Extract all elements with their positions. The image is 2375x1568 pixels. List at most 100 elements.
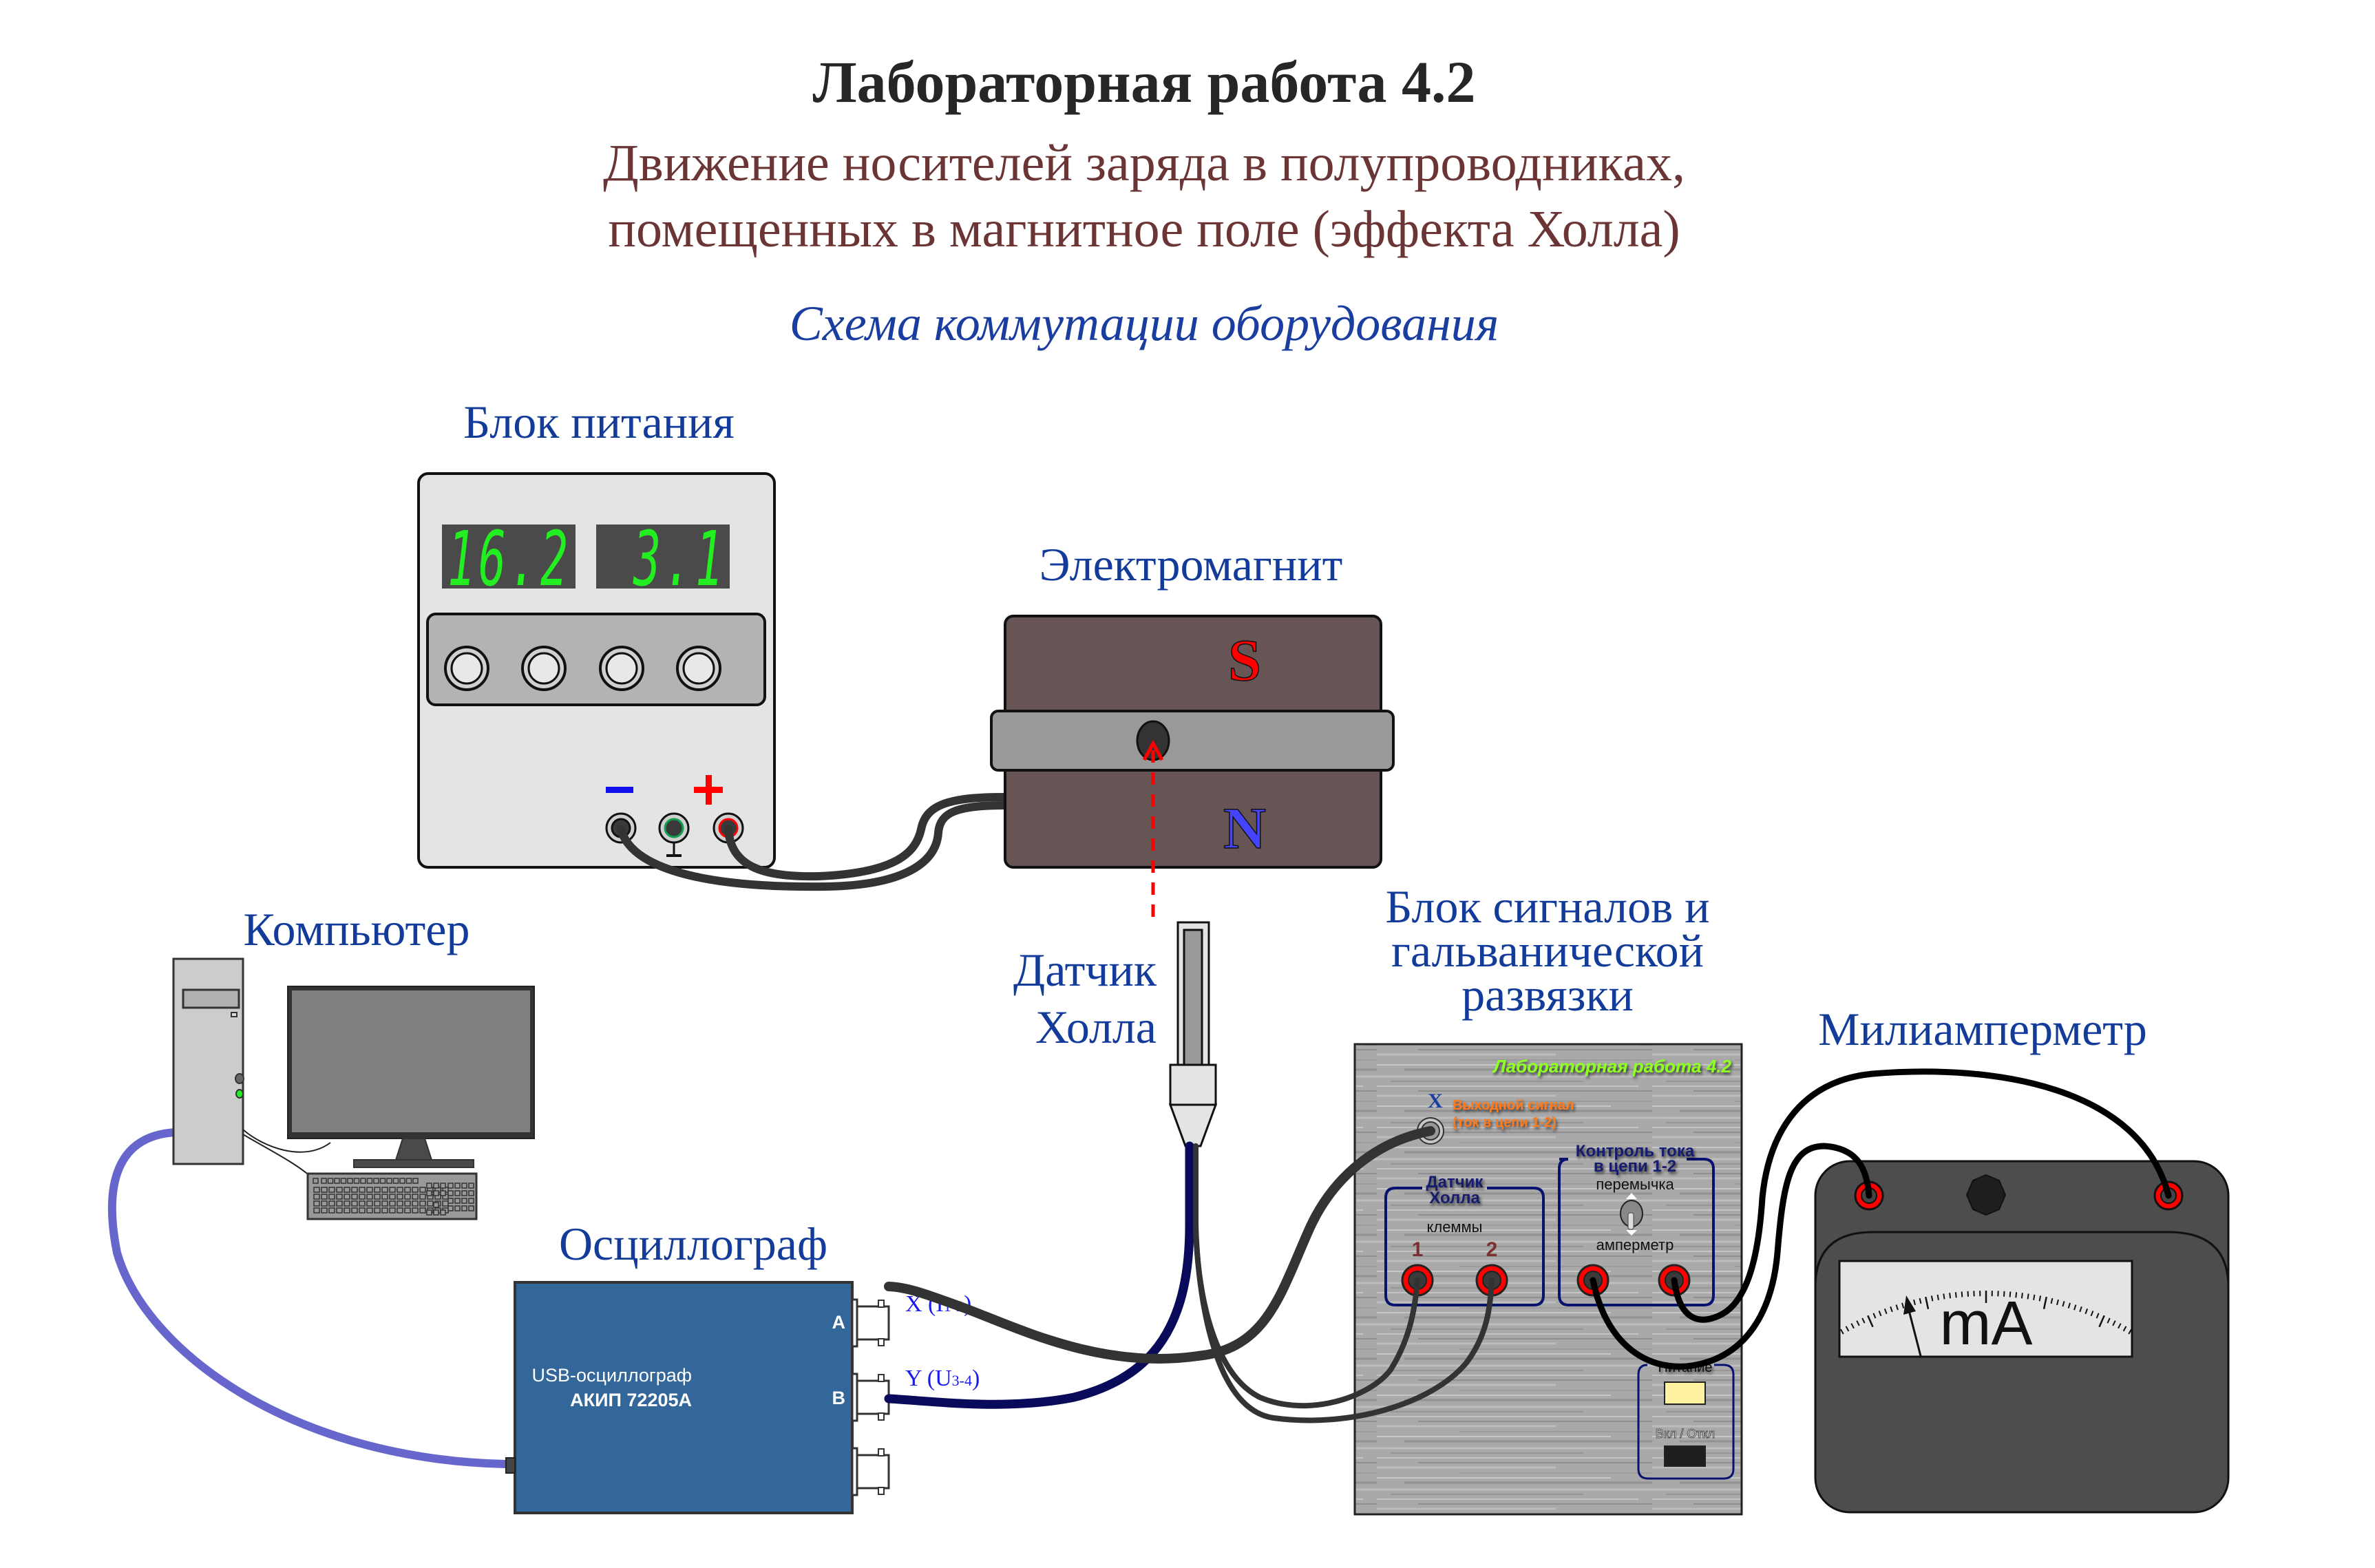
keyboard-key: [321, 1207, 328, 1214]
knob-panel: [426, 613, 766, 706]
scale-minor-tick: [2062, 1301, 2065, 1307]
monitor-stand: [394, 1138, 433, 1161]
knob-1[interactable]: [444, 646, 489, 691]
meter-unit-label: mA: [1940, 1289, 2033, 1358]
scale-minor-tick: [2056, 1299, 2059, 1306]
keyboard-key: [412, 1194, 419, 1200]
keyboard-key: [389, 1194, 396, 1200]
keyboard-key: [313, 1178, 319, 1184]
keyboard-key: [313, 1200, 320, 1207]
electromagnet-label: Электромагнит: [1039, 538, 1343, 591]
scale-minor-tick: [2107, 1317, 2111, 1324]
scheme-caption: Схема коммутации оборудования: [790, 296, 1499, 351]
keyboard-key: [433, 1209, 439, 1216]
keyboard-key: [419, 1200, 426, 1207]
keyboard-key: [351, 1194, 358, 1200]
oscilloscope-model-line-1: USB-осциллограф: [532, 1365, 693, 1386]
output-cable-to-channel-x: [884, 1126, 1435, 1364]
keyboard-key: [359, 1187, 366, 1193]
keyboard-key: [404, 1187, 411, 1193]
keyboard-key: [359, 1194, 366, 1200]
keyboard-key: [426, 1209, 432, 1216]
keyboard-key: [468, 1205, 474, 1211]
keyboard-key: [461, 1183, 467, 1189]
channel-b-label: B: [832, 1388, 846, 1408]
keyboard-key: [336, 1187, 343, 1193]
subtitle-line-2: помещенных в магнитное поле (эффекта Хол…: [608, 200, 1680, 258]
scale-minor-tick: [2096, 1313, 2100, 1319]
keyboard-cable: [242, 1134, 312, 1178]
knob-4[interactable]: [676, 646, 721, 691]
scale-minor-tick: [1913, 1299, 1916, 1306]
scale-minor-tick: [2073, 1304, 2077, 1311]
power-button-icon[interactable]: [235, 1073, 244, 1084]
keyboard-key: [440, 1183, 446, 1189]
optical-drive: [182, 988, 240, 1009]
switch-down-arrow-icon: [1626, 1230, 1637, 1236]
keyboard-key: [366, 1178, 373, 1184]
keyboard-key: [433, 1190, 439, 1196]
bnc-connector-b[interactable]: [851, 1373, 890, 1422]
electromagnet: Электромагнит S N: [990, 538, 1395, 869]
scale-minor-tick: [2128, 1328, 2133, 1335]
keyboard-key: [392, 1178, 399, 1184]
bnc-connector-ext[interactable]: [851, 1447, 890, 1496]
current-display-value: 3.1: [633, 515, 726, 603]
keyboard-key: [426, 1183, 432, 1189]
keyboard-key: [468, 1190, 474, 1196]
keyboard-key: [328, 1194, 335, 1200]
keyboard-key: [344, 1187, 350, 1193]
keyboard-key: [461, 1205, 467, 1211]
power-switch[interactable]: [1664, 1445, 1706, 1467]
bnc-connector-a[interactable]: [851, 1298, 890, 1348]
keyboard-key: [440, 1209, 446, 1216]
oscilloscope-label: Осциллограф: [559, 1218, 827, 1270]
current-display: [596, 525, 730, 589]
keyboard-key: [366, 1187, 373, 1193]
keyboard-key: [389, 1187, 396, 1193]
keyboard-key: [321, 1194, 328, 1200]
scale-minor-tick: [2084, 1308, 2089, 1315]
scale-major-tick: [2042, 1296, 2047, 1310]
scale-minor-tick: [1845, 1326, 1850, 1332]
hall-cable-to-channel-y: [884, 1141, 1194, 1409]
knob-3[interactable]: [599, 646, 644, 691]
keyboard-key: [374, 1194, 381, 1200]
milliammeter: Милиамперметр mA: [1814, 1003, 2230, 1514]
signal-block-label-line-2: гальванической: [1391, 924, 1704, 977]
knob-2[interactable]: [521, 646, 567, 691]
signal-block: Блок сигналов и гальванической развязки …: [1353, 880, 1743, 1516]
header: Лабораторная работа 4.2 Движение носител…: [603, 49, 1685, 351]
switch-up-arrow-icon: [1626, 1193, 1637, 1199]
keyboard-key: [399, 1178, 405, 1184]
terminal-ground[interactable]: [658, 812, 690, 844]
keyboard-key: [351, 1207, 358, 1214]
meter-scale-ticks: [1839, 1291, 2133, 1335]
keyboard-key: [404, 1200, 411, 1207]
keyboard-key: [454, 1183, 461, 1189]
scale-minor-tick: [1919, 1297, 1922, 1304]
keyboard-key: [359, 1207, 366, 1214]
keyboard-key: [347, 1178, 353, 1184]
keyboard-key: [374, 1187, 381, 1193]
scale-minor-tick: [1936, 1294, 1939, 1300]
keyboard-key: [321, 1178, 327, 1184]
terminal-2-label: 2: [1486, 1238, 1498, 1261]
keyboard-key: [404, 1194, 411, 1200]
keyboard[interactable]: [306, 1172, 478, 1220]
page-title: Лабораторная работа 4.2: [813, 49, 1476, 115]
power-cable-plus: [724, 793, 1009, 881]
keyboard-key: [351, 1200, 358, 1207]
keyboard-key: [389, 1207, 396, 1214]
milliammeter-label: Милиамперметр: [1818, 1003, 2147, 1055]
jumper-ammeter-toggle[interactable]: [1620, 1200, 1643, 1230]
keyboard-key: [374, 1200, 381, 1207]
hall-sensor-label-line-2: Холла: [1035, 1001, 1157, 1053]
keyboard-key: [351, 1187, 358, 1193]
keyboard-key: [412, 1207, 419, 1214]
keyboard-key: [328, 1200, 335, 1207]
keyboard-key: [334, 1178, 340, 1184]
scale-minor-tick: [1943, 1293, 1945, 1300]
meter-scale-window: [1838, 1260, 2133, 1358]
zero-adjust-screw[interactable]: [1965, 1174, 2007, 1216]
